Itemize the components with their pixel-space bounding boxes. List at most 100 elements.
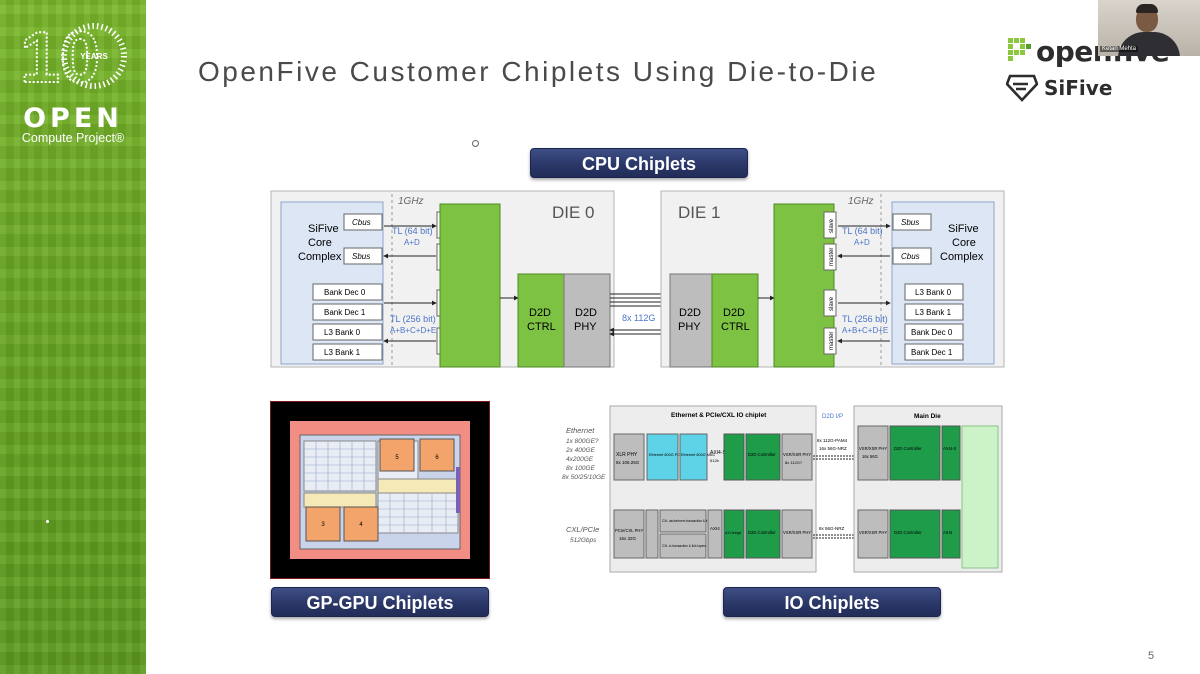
die1-port-bank0: Bank Dec 0 <box>911 328 953 337</box>
die0-phy-phy: PHY <box>574 321 597 333</box>
io-main-core-block <box>961 425 999 569</box>
die1-ctrl-d2d: D2D <box>723 307 745 319</box>
cpu-chiplets-diagram: DIE 0 1GHz SiFive Core Complex Cbus Sbus… <box>270 190 1005 368</box>
io-vsr-sub-1: 8x 112G? <box>785 460 803 465</box>
io-vsr-phy-1: VSR/XSR PHY <box>783 452 811 457</box>
svg-text:6: 6 <box>435 455 439 461</box>
io-axi-s-1: AXI4-S <box>710 450 727 456</box>
die0-port-cbus: Cbus <box>352 218 371 227</box>
svg-text:4: 4 <box>359 522 363 528</box>
io-eth-pcs: Ethernet 800G PCS/FEC <box>649 453 691 457</box>
sidebar-texture <box>0 0 146 674</box>
die1-core-1: SiFive <box>948 223 979 235</box>
die1-port-l3b0: L3 Bank 0 <box>915 288 952 297</box>
die0-bus-bar <box>439 203 501 368</box>
die1-port-l3b1: L3 Bank 1 <box>915 308 952 317</box>
io-main-vsr-sub: 16x 56G <box>862 454 878 459</box>
io-cxl-cache: CXL cache/mem transaction & link layers <box>662 519 720 523</box>
die1-master-2: master <box>829 332 835 350</box>
die0-core-1: SiFive <box>308 223 339 235</box>
die1-phy-phy: PHY <box>678 321 701 333</box>
io-chiplets-header: IO Chiplets <box>723 587 941 617</box>
die1-phy-d2d: D2D <box>679 307 701 319</box>
logo-number: 10 <box>20 18 100 98</box>
die0-phy-d2d: D2D <box>575 307 597 319</box>
die0-label: DIE 0 <box>552 203 595 222</box>
page-number: 5 <box>1148 650 1155 662</box>
die0-tl64-sub: A+D <box>404 238 420 247</box>
die1-port-cbus: Cbus <box>901 252 920 261</box>
sifive-mark-icon <box>1006 74 1038 102</box>
d2d-link-label: 8x 112G <box>622 313 655 323</box>
io-link-top2: 16x 56G-NRZ <box>819 446 847 451</box>
slide-title: OpenFive Customer Chiplets Using Die-to-… <box>198 56 879 87</box>
io-xlr-sub: 8x 106.25G <box>616 460 640 465</box>
die1-ctrl-ctrl: CTRL <box>721 321 750 333</box>
io-cxl-2: 512Gbps <box>570 537 597 544</box>
die0-port-l3b1: L3 Bank 1 <box>324 348 361 357</box>
die0-tl256: TL (256 bit) <box>390 314 436 324</box>
die0-ctrl-d2d: D2D <box>529 307 551 319</box>
gpu-floorplan-image: 5 6 3 4 <box>270 401 490 579</box>
io-link-top: 8x 112G-PAM4 <box>817 438 848 443</box>
die0-ctrl-ctrl: CTRL <box>527 321 556 333</box>
die1-slave-2: slave <box>829 296 835 311</box>
sifive-wordmark: SiFive <box>1044 76 1113 100</box>
io-bridge-sub-1: 512b <box>710 458 720 463</box>
io-eth-5: 8x 100GE <box>566 465 596 472</box>
mouse-cursor <box>472 140 479 147</box>
presenter-webcam: Ketan Mehta <box>1098 0 1200 56</box>
die0-core-2: Core <box>308 237 332 249</box>
die0-core-3: Complex <box>298 251 342 263</box>
die1-tl256: TL (256 bit) <box>842 314 888 324</box>
die1-port-bank1: Bank Dec 1 <box>911 348 953 357</box>
die1-freq: 1GHz <box>848 196 874 207</box>
svg-text:5: 5 <box>395 455 399 461</box>
io-d2d-ctrl-2: D2D Controller <box>748 530 776 535</box>
sidebar-dot <box>46 520 49 523</box>
io-d2d-ctrl-1: D2D Controller <box>748 452 776 457</box>
die1-d2d-ctrl <box>711 273 759 368</box>
logo-years: YEARS <box>80 52 108 61</box>
io-eth-1: Ethernet <box>566 426 595 435</box>
io-pcie-sub: 16x 32G <box>619 536 637 541</box>
die1-master-1: master <box>829 248 835 266</box>
io-eth-3: 2x 400GE <box>565 447 596 454</box>
die1-core-3: Complex <box>940 251 984 263</box>
brand-compute-project: Compute Project® <box>21 131 125 145</box>
d2d-link-arrows <box>609 291 669 337</box>
io-axi-bridge-1: AXI bridge <box>725 531 741 535</box>
io-axi-1: AXI4 <box>710 526 720 531</box>
presenter-body <box>1118 32 1180 56</box>
ocp-sidebar: 10 YEARS OPEN Compute Project® <box>0 0 146 674</box>
cpu-chiplets-header: CPU Chiplets <box>530 148 748 178</box>
io-chiplets-diagram: Ethernet 1x 800GE? 2x 400GE 4x200GE 8x 1… <box>562 405 1003 573</box>
io-eth-mac: Ethernet 800G MAC <box>681 453 715 457</box>
die1-d2d-phy <box>669 273 713 368</box>
io-vsr-phy-2: VSR/XSR PHY <box>783 530 811 535</box>
sifive-logo: SiFive <box>1006 74 1112 102</box>
io-chiplet-title: Ethernet & PCIe/CXL IO chiplet <box>671 412 767 419</box>
io-pcie-phy: PCIe/CXL PHY <box>615 528 643 533</box>
die1-core-2: Core <box>952 237 976 249</box>
die1-port-sbus: Sbus <box>901 218 919 227</box>
die1-tl64: TL (64 bit) <box>842 226 883 236</box>
io-main-d2d-1: D2D Controller <box>894 446 922 451</box>
openfive-mark-icon <box>1008 38 1031 61</box>
presenter-name: Ketan Mehta <box>1100 46 1139 52</box>
die0-port-sbus: Sbus <box>352 252 370 261</box>
io-cxl-io: CXL io transaction & link layers <box>662 544 706 548</box>
io-main-vsr-2: VSR/XSR PHY <box>859 530 887 535</box>
io-link-bottom: 8x 56G-NRZ <box>819 526 845 531</box>
die1-tl64-sub: A+D <box>854 238 870 247</box>
io-eth-6: 8x 50/25/10GE <box>562 474 606 481</box>
die1-label: DIE 1 <box>678 203 721 222</box>
io-xlr-phy: XLR PHY <box>616 452 638 458</box>
die0-port-bank0: Bank Dec 0 <box>324 288 366 297</box>
io-main-axi: AXI4 <box>943 530 953 535</box>
io-d2d-ip: D2D I/P <box>822 414 843 420</box>
die0-port-l3b0: L3 Bank 0 <box>324 328 361 337</box>
die0-freq: 1GHz <box>398 196 424 207</box>
io-eth-2: 1x 800GE? <box>566 438 599 445</box>
die0-d2d-phy <box>563 273 611 368</box>
